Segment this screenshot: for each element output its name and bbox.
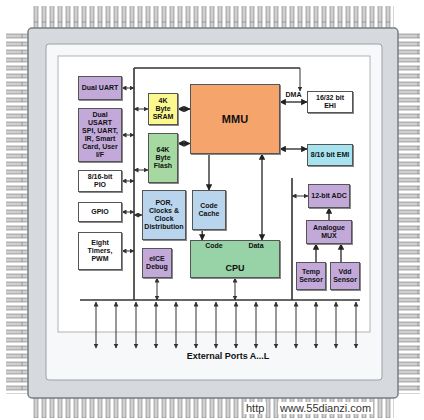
block-label: Temp Sensor [299,268,323,284]
block-box: 12-bit ADC [308,184,350,208]
block-label: eICE Debug [145,255,169,271]
bus-connector [328,208,329,220]
bus-wire [176,302,177,348]
block-box: 8/16-bit PIO [78,170,122,192]
bus-wire [235,278,236,300]
bus-wire [134,215,142,216]
bus-wire [296,302,297,348]
block-box: 16/32 bit EHI [307,91,353,113]
annotation-label: http [244,402,266,414]
bus-connector [261,154,262,240]
bus-wire [216,302,217,348]
bus-wire [122,251,134,252]
core-area [58,56,370,332]
bus-wire [256,302,257,348]
block-box: GPIO [78,202,122,222]
block-box: CodeDataCPU [190,240,280,278]
block-box: Analogue MUX [306,220,352,244]
annotation-label: www.55dianzi.com [278,402,373,414]
bus-wire [134,109,148,110]
block-label: Code Cache [195,202,223,218]
block-label: MMU [222,113,248,126]
block-box: 4K Byte SRAM [148,93,178,125]
connector-label: DMA [285,91,303,99]
block-label: CPU [193,263,277,273]
bus-wire [134,170,148,171]
block-label: Analogue MUX [309,224,349,240]
block-label: 8/16 bit EMI [311,151,350,159]
block-label: GPIO [91,208,109,216]
block-label: 64K Byte Flash [151,146,175,170]
annotation-label: External Ports A...L [185,352,272,362]
block-label: POR, Clocks & Clock Distribution [144,199,183,231]
bus-wire [356,302,357,348]
block-box: eICE Debug [142,248,172,278]
block-box: Dual UART [78,76,122,100]
bus-connector [315,244,316,262]
block-label: 16/32 bit EHI [310,94,350,110]
bus-wire [196,302,197,348]
bus-wire [157,278,158,300]
bus-connector [280,101,307,102]
bus-wire [96,302,97,348]
pin-row [32,398,394,418]
bus-wire [316,302,317,348]
bus-connector [178,143,190,144]
bus-wire [276,302,277,348]
bus-wire [236,302,237,348]
block-box: Temp Sensor [296,262,326,290]
block-label: 8/16-bit PIO [81,173,119,189]
block-box: POR, Clocks & Clock Distribution [142,190,186,240]
pin-row [6,32,28,394]
block-box: 8/16 bit EMI [307,144,353,166]
block-box: Vdd Sensor [330,262,360,290]
block-box: 64K Byte Flash [148,133,178,183]
block-label: 12-bit ADC [311,192,347,200]
chip-body [28,28,398,398]
pin-row [398,32,420,394]
bus-wire [156,302,157,348]
bus-wire [134,67,300,69]
bus-wire [122,181,134,182]
block-box: Code Cache [192,190,226,230]
block-label: Vdd Sensor [333,268,357,284]
block-label: Data [235,242,277,250]
die-panel [46,44,382,380]
bus-wire [122,212,134,213]
bus-wire [116,302,117,348]
bus-wire [80,299,360,301]
bus-wire [292,196,308,197]
block-label: Eight Timers, PWM [81,239,119,263]
bus-wire [122,135,134,136]
pin-row [32,6,394,28]
bus-wire [136,302,137,348]
bus-connector [178,108,190,109]
block-label: 4K Byte SRAM [151,97,175,121]
bus-wire [122,88,134,89]
bus-connector [202,230,203,240]
block-label: Dual USART SPI, UART, IR, Smart Card, Us… [81,111,119,159]
bus-connector [208,154,209,190]
bus-connector [340,244,341,262]
block-box: Dual USART SPI, UART, IR, Smart Card, Us… [78,108,122,162]
block-label: Dual UART [82,84,119,92]
block-box: MMU [190,84,280,154]
bus-wire [133,68,135,300]
block-box: Eight Timers, PWM [78,232,122,270]
bus-wire [300,68,301,91]
bus-connector [280,148,307,149]
block-label: Code [193,242,235,250]
bus-wire [336,302,337,348]
